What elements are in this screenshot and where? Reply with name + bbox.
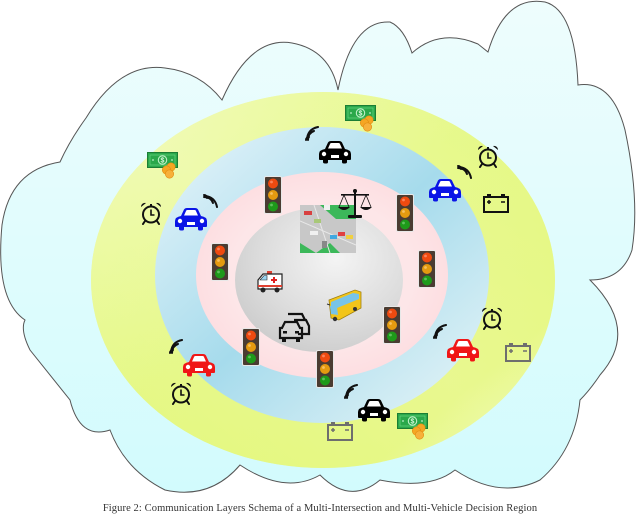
traffic-jam-cars-icon [278, 310, 312, 344]
bus-icon [325, 288, 363, 322]
gray-core-layer [235, 208, 403, 352]
ambulance-icon [256, 270, 284, 294]
intersection-map-image [299, 204, 357, 254]
scales-of-justice-icon [338, 188, 372, 220]
figure-caption: Figure 2: Communication Layers Schema of… [102, 503, 538, 514]
